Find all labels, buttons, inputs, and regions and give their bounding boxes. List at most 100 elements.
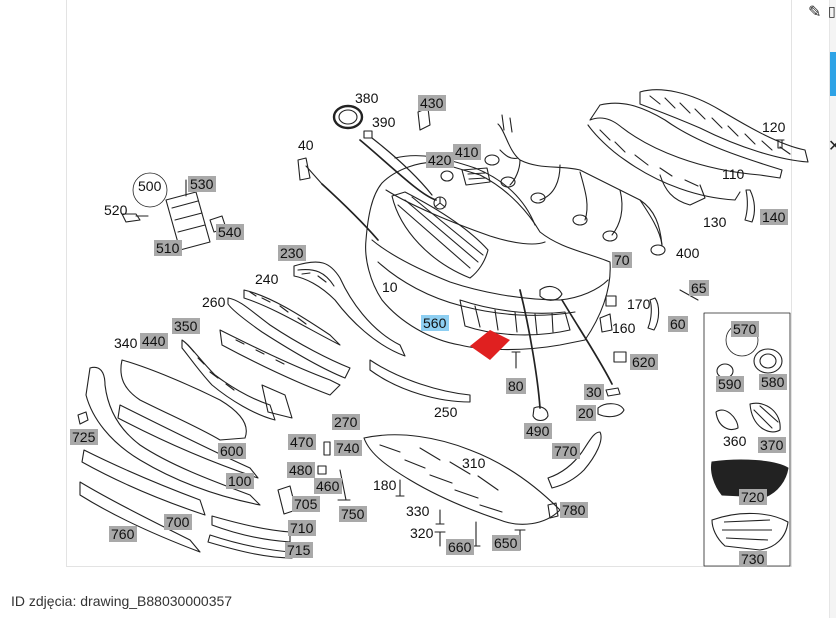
part-label-box: [226, 473, 254, 489]
part-number: 480: [289, 462, 313, 478]
part-label-box: [630, 354, 658, 370]
part-label-box: [552, 443, 580, 459]
part-number: 710: [290, 520, 314, 536]
part-number: 570: [733, 321, 757, 337]
part-label-310: 310: [462, 455, 486, 471]
part-label-box: [140, 333, 168, 349]
diagram-frame: [66, 0, 792, 567]
emblem-ring: [332, 104, 364, 130]
bookmark-icon[interactable]: ▯: [828, 4, 836, 20]
part-number: 780: [562, 502, 586, 518]
detail-730: [711, 512, 789, 551]
part-number: 240: [255, 271, 279, 287]
part-number: 10: [382, 279, 398, 295]
part-number: 715: [287, 542, 311, 558]
right-edge-accent: [830, 52, 836, 96]
part-label-box: [584, 384, 604, 400]
part-label-box: [492, 535, 520, 551]
part-number: 420: [428, 152, 452, 168]
part-label-box: [739, 489, 767, 505]
part-label-box: [334, 440, 362, 456]
part-label-320: 320: [410, 525, 434, 541]
part-number: 600: [220, 443, 244, 459]
part-label-130: 130: [703, 214, 727, 230]
part-number: 20: [578, 405, 594, 421]
photo-caption: ID zdjęcia: drawing_B88030000357: [11, 593, 233, 609]
part-label-440: 440: [140, 333, 168, 349]
part-label-80: 80: [506, 378, 526, 394]
part-number: 750: [341, 506, 365, 522]
part-label-500: 500: [138, 178, 162, 194]
part-label-725: 725: [70, 429, 98, 445]
part-number: 430: [420, 95, 444, 111]
part-label-box: [758, 437, 786, 453]
part-label-240: 240: [255, 271, 279, 287]
part-number: 130: [703, 214, 727, 230]
part-label-230: 230: [278, 245, 306, 261]
part-label-490: 490: [524, 423, 552, 439]
part-number: 560: [423, 315, 447, 331]
part-label-40: 40: [298, 137, 314, 153]
part-label-140: 140: [760, 209, 788, 225]
part-label-box: [216, 224, 244, 240]
part-label-380: 380: [355, 90, 379, 106]
part-label-390: 390: [372, 114, 396, 130]
part-number: 410: [455, 144, 479, 160]
part-number: 520: [104, 202, 128, 218]
part-number: 330: [406, 503, 430, 519]
part-number: 310: [462, 455, 486, 471]
part-number: 470: [290, 434, 314, 450]
part-label-480: 480: [287, 462, 315, 478]
part-label-box: [287, 462, 315, 478]
part-label-370: 370: [758, 437, 786, 453]
part-label-340: 340: [114, 335, 138, 351]
part-label-box: [716, 376, 744, 392]
trim-230: [293, 261, 406, 357]
part-number: 620: [632, 354, 656, 370]
part-label-120: 120: [762, 119, 786, 135]
part-label-box: [288, 434, 316, 450]
part-number: 80: [508, 378, 524, 394]
part-label-65: 65: [689, 280, 709, 296]
part-label-510: 510: [154, 240, 182, 256]
part-number: 770: [554, 443, 578, 459]
part-label-600: 600: [218, 443, 246, 459]
part-label-740: 740: [334, 440, 362, 456]
edit-icon[interactable]: ✎: [808, 2, 822, 21]
grille-350: [181, 339, 276, 421]
impact-beam: [589, 102, 783, 179]
part-number: 580: [761, 374, 785, 390]
emblem: [433, 196, 447, 210]
part-label-box: [426, 152, 454, 168]
part-label-180: 180: [373, 477, 397, 493]
part-number: 260: [202, 294, 226, 310]
pointer-arrow: [470, 330, 510, 360]
part-label-580: 580: [759, 374, 787, 390]
part-label-705: 705: [292, 496, 320, 512]
part-label-box: [109, 526, 137, 542]
part-label-360: 360: [723, 433, 747, 449]
part-number: 170: [627, 296, 651, 312]
part-label-box: [524, 423, 552, 439]
part-label-box: [164, 514, 192, 530]
part-label-350: 350: [172, 318, 200, 334]
part-label-box: [288, 520, 316, 536]
part-label-160: 160: [612, 320, 636, 336]
part-number: 30: [586, 384, 602, 400]
part-number: 340: [114, 335, 138, 351]
part-label-780: 780: [560, 502, 588, 518]
part-label-270: 270: [332, 414, 360, 430]
part-label-30: 30: [584, 384, 604, 400]
part-label-260: 260: [202, 294, 226, 310]
part-label-430: 430: [418, 95, 446, 111]
strip-700: [81, 449, 206, 516]
part-label-box: [689, 280, 709, 296]
part-label-box: [292, 496, 320, 512]
part-label-720: 720: [739, 489, 767, 505]
close-icon[interactable]: ✕: [828, 136, 836, 155]
part-number: 740: [336, 440, 360, 456]
part-label-box: [154, 240, 182, 256]
part-label-box: [70, 429, 98, 445]
